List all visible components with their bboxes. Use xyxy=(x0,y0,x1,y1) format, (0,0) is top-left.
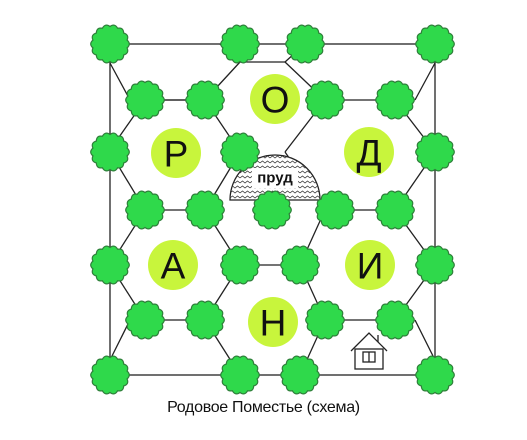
tree-icon xyxy=(415,355,455,395)
tree-icon xyxy=(415,132,455,172)
tree-icon xyxy=(252,190,292,230)
tree-icon xyxy=(185,190,225,230)
letter-circle-o: О xyxy=(250,74,300,124)
letter-a: А xyxy=(161,246,186,287)
tree-icon xyxy=(220,24,260,64)
pond-label: пруд xyxy=(257,170,293,187)
letter-n: Н xyxy=(260,303,287,344)
letter-o: О xyxy=(261,80,290,121)
plot-boundary xyxy=(109,43,436,376)
letter-circles: О Р Д А И Н xyxy=(148,74,395,347)
tree-icon xyxy=(90,355,130,395)
house-icon xyxy=(350,332,388,370)
tree-icon xyxy=(220,132,260,172)
tree-icon xyxy=(125,300,165,340)
tree-icon xyxy=(285,24,325,64)
tree-icon xyxy=(375,80,415,120)
tree-icon xyxy=(375,300,415,340)
tree-icon xyxy=(315,190,355,230)
tree-icon xyxy=(280,355,320,395)
trees xyxy=(90,24,455,395)
tree-icon xyxy=(185,300,225,340)
letter-i: И xyxy=(357,246,384,287)
letter-circle-n: Н xyxy=(248,297,298,347)
tree-icon xyxy=(415,245,455,285)
letter-r: Р xyxy=(164,134,189,175)
scheme-caption: Родовое Поместье (схема) xyxy=(167,399,360,416)
tree-icon xyxy=(220,245,260,285)
tree-icon xyxy=(125,190,165,230)
tree-icon xyxy=(90,245,130,285)
tree-icon xyxy=(90,132,130,172)
letter-circle-r: Р xyxy=(151,128,201,178)
tree-icon xyxy=(125,80,165,120)
letter-d: Д xyxy=(356,133,381,174)
tree-icon xyxy=(305,300,345,340)
tree-icon xyxy=(90,24,130,64)
tree-icon xyxy=(415,24,455,64)
tree-icon xyxy=(305,80,345,120)
tree-icon xyxy=(280,245,320,285)
letter-circle-a: А xyxy=(148,240,198,290)
tree-icon xyxy=(375,190,415,230)
letter-circle-i: И xyxy=(345,240,395,290)
tree-icon xyxy=(220,355,260,395)
tree-icon xyxy=(185,80,225,120)
letter-circle-d: Д xyxy=(344,127,394,177)
